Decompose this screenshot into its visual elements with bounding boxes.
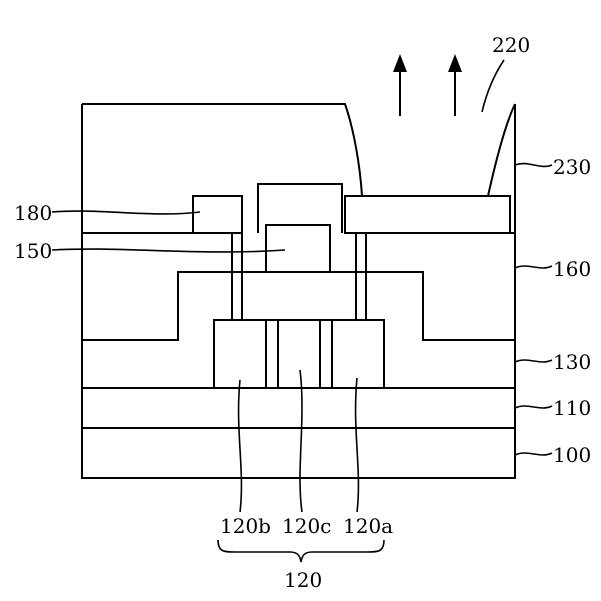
electrode-180-left xyxy=(193,196,242,233)
leader-110 xyxy=(515,406,552,408)
contact-right xyxy=(356,233,366,320)
leader-180 xyxy=(52,211,200,214)
label-120b: 120b xyxy=(220,514,271,538)
electrode-180-right xyxy=(345,196,510,233)
label-160: 160 xyxy=(553,257,591,281)
label-130: 130 xyxy=(553,350,591,374)
emission-arrows xyxy=(393,54,462,116)
leader-120a xyxy=(356,378,359,512)
region-120a-strip xyxy=(320,320,332,388)
leader-230 xyxy=(515,164,552,167)
label-120c: 120c xyxy=(282,514,331,538)
region-120a xyxy=(332,320,384,388)
leader-150 xyxy=(52,249,285,252)
region-120b xyxy=(214,320,266,388)
label-220: 220 xyxy=(492,33,530,57)
label-110: 110 xyxy=(553,396,591,420)
leader-100 xyxy=(515,453,552,455)
label-100: 100 xyxy=(553,443,591,467)
brace-120 xyxy=(218,540,384,562)
label-150: 150 xyxy=(14,239,52,263)
insulation-layer-130 xyxy=(82,272,515,340)
contact-left xyxy=(232,233,242,320)
leader-220 xyxy=(482,60,504,112)
encapsulation-layer-230 xyxy=(82,104,362,196)
opening-edge-220 xyxy=(488,104,515,196)
leader-160 xyxy=(515,266,552,268)
leader-120c xyxy=(300,370,302,512)
label-180: 180 xyxy=(14,201,52,225)
buffer-layer-110 xyxy=(82,388,515,428)
leader-120b xyxy=(239,380,242,512)
leader-130 xyxy=(515,360,552,362)
label-230: 230 xyxy=(553,155,591,179)
region-120b-strip xyxy=(266,320,278,388)
label-120a: 120a xyxy=(343,514,393,538)
gate-150 xyxy=(266,225,330,272)
label-120: 120 xyxy=(284,568,322,592)
substrate-layer-100 xyxy=(82,428,515,478)
region-120c xyxy=(278,320,320,388)
